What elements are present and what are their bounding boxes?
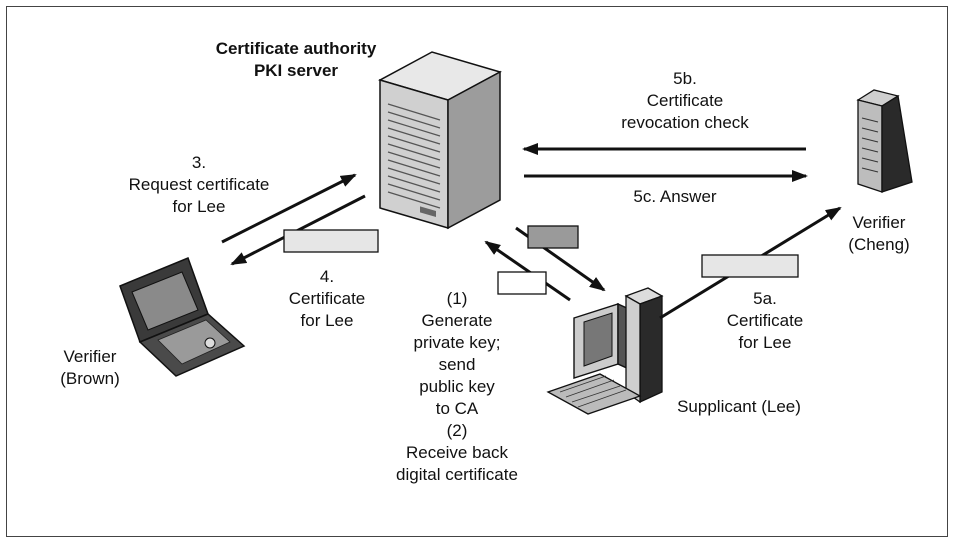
verifier-brown-label: Verifier (Brown) [60, 347, 120, 388]
key-box-step1 [527, 225, 579, 249]
supplicant-label: Supplicant (Lee) [677, 397, 801, 416]
server-icon [378, 51, 502, 230]
ca-title: Certificate authority PKI server [215, 39, 377, 80]
tower-server-icon [856, 89, 913, 193]
desktop-computer-icon [546, 287, 664, 415]
step5c-label: 5c. Answer [633, 187, 717, 206]
step3-label: 3. Request certificate for Lee [128, 153, 270, 216]
laptop-icon [119, 257, 246, 377]
diagram-frame [6, 6, 948, 537]
step5b-label: 5b. Certificate revocation check [621, 69, 749, 132]
step1-2-label: (1) Generate private key; send public ke… [396, 289, 518, 484]
certificate-box-step5a [701, 254, 799, 278]
arrow-step1-send-key [484, 240, 571, 302]
certificate-box-step2 [497, 271, 547, 295]
certificate-box-step4 [283, 229, 379, 253]
step4-label: 4. Certificate for Lee [288, 267, 366, 330]
verifier-cheng-label: Verifier (Cheng) [848, 213, 910, 254]
arrow-step3-request [221, 173, 357, 244]
step5a-label: 5a. Certificate for Lee [726, 289, 804, 352]
